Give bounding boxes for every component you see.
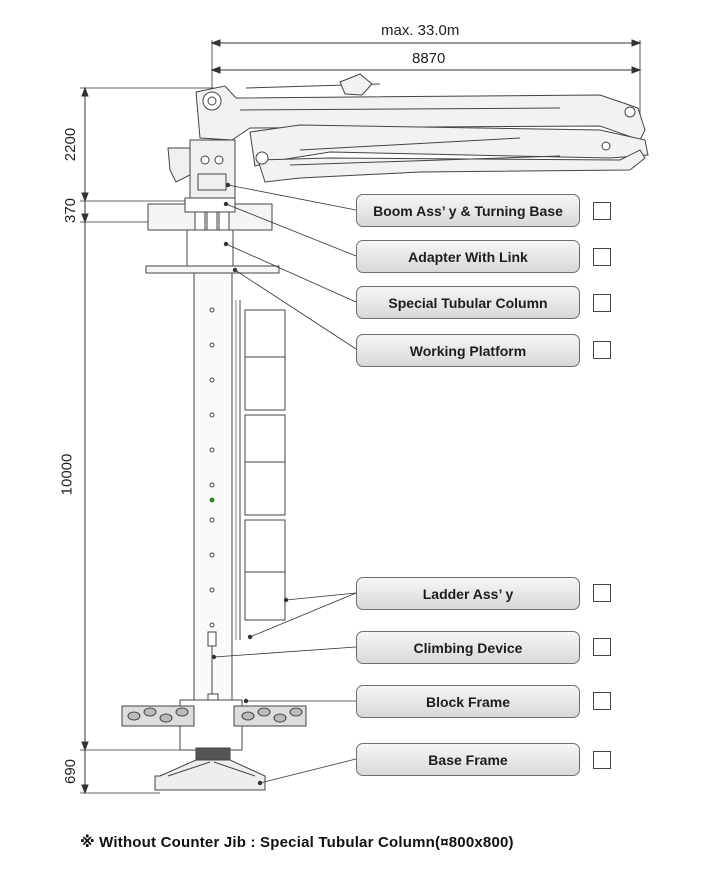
checkbox-adapter-with-link[interactable]: [593, 248, 611, 266]
checkbox-boom-assy[interactable]: [593, 202, 611, 220]
checkbox-climbing-device[interactable]: [593, 638, 611, 656]
boom-arm: [195, 73, 649, 183]
boom-horizontal-label: 8870: [412, 50, 446, 67]
callout-block-frame: Block Frame: [356, 685, 580, 718]
checkbox-ladder-assy[interactable]: [593, 584, 611, 602]
base-frame: [154, 747, 266, 791]
checkbox-base-frame[interactable]: [593, 751, 611, 769]
adapter-height-label: 370: [62, 197, 80, 224]
callout-base-frame: Base Frame: [356, 743, 580, 776]
height-dimension-line: [80, 86, 215, 795]
footnote: ※ Without Counter Jib : Special Tubular …: [80, 834, 514, 851]
top-platform: [145, 265, 280, 274]
callout-working-platform: Working Platform: [356, 334, 580, 367]
callout-climbing-device: Climbing Device: [356, 631, 580, 664]
callout-boom-assy: Boom Ass’ y & Turning Base: [356, 194, 580, 227]
callout-special-tubular-column: Special Tubular Column: [356, 286, 580, 319]
callout-ladder-assy: Ladder Ass’ y: [356, 577, 580, 610]
block-frame: [121, 699, 307, 751]
leader-lines: [211, 182, 357, 786]
adapter: [147, 197, 273, 269]
checkbox-special-tubular-column[interactable]: [593, 294, 611, 312]
tubular-column: [193, 272, 233, 704]
max-reach-label: max. 33.0m: [381, 22, 460, 39]
boom-height-label: 2200: [62, 127, 80, 162]
column-height-label: 10000: [58, 453, 76, 496]
checkbox-block-frame[interactable]: [593, 692, 611, 710]
checkbox-working-platform[interactable]: [593, 341, 611, 359]
base-height-label: 690: [62, 758, 80, 785]
reach-dimension-line: [210, 39, 642, 200]
ladder-cage: [235, 300, 286, 640]
callout-adapter-with-link: Adapter With Link: [356, 240, 580, 273]
turning-base: [167, 139, 236, 201]
